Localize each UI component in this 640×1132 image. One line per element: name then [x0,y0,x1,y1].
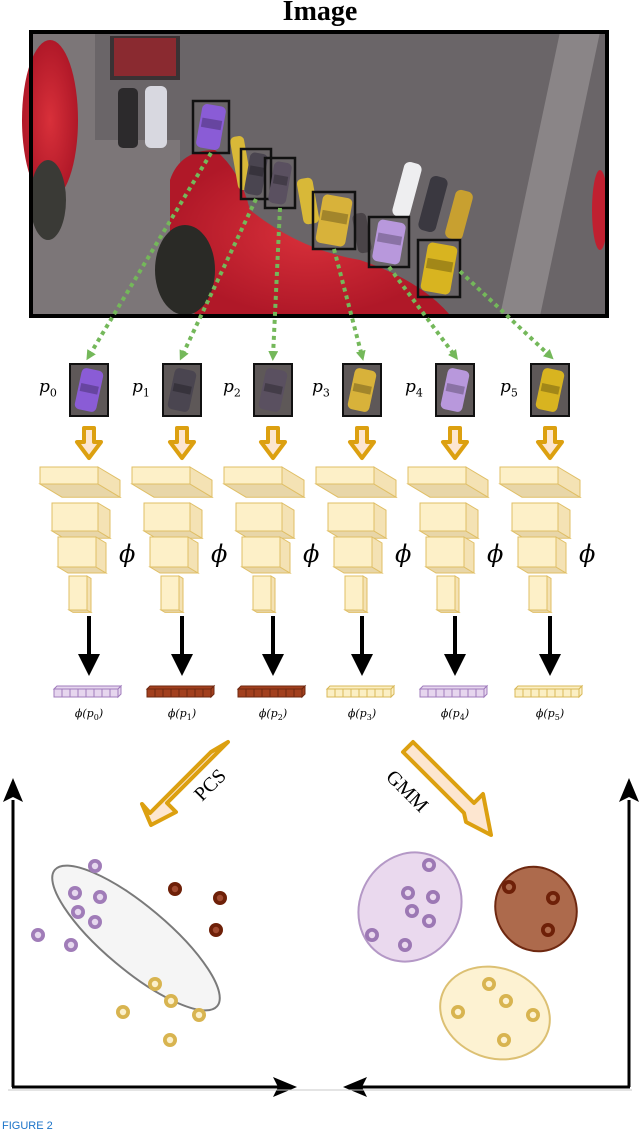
network-3 [314,466,398,614]
network-phi-label: ϕ [487,540,504,568]
down-arrow [259,426,287,460]
feature-label-3: ϕ(p3) [347,707,377,723]
feature-vector-2 [236,684,307,699]
patch-label-p1: p1 [132,377,150,400]
down-arrow [348,426,376,460]
network-phi-label: ϕ [303,540,320,568]
network-0 [38,466,122,614]
orange-arrows [75,426,564,460]
patch-p0 [69,363,109,417]
feature-vector-4 [418,684,489,699]
patch-p1 [162,363,202,417]
patch-label-p0: p0 [39,377,57,400]
network-1 [130,466,214,614]
patch-p5 [530,363,570,417]
down-arrow [536,426,564,460]
leader-line [332,248,366,361]
feature-label-4: ϕ(p4) [440,707,470,723]
feature-label-2: ϕ(p2) [258,707,288,723]
network-phi-label: ϕ [395,540,412,568]
leader-line [268,207,282,361]
feature-vector-3 [325,684,396,699]
figure-title: Image [282,0,358,27]
detection-p0 [191,99,231,155]
networks [38,466,582,614]
gmm-cluster-1 [494,865,578,953]
leader-line [179,198,258,361]
detection-p3 [311,190,357,251]
network-4 [406,466,490,614]
feature-label-5: ϕ(p5) [535,707,565,723]
detection-p5 [416,238,462,299]
patch-p3 [342,363,382,417]
patch-label-p2: p2 [223,377,241,400]
network-2 [222,466,306,614]
gmm-plot-axes [343,778,639,1097]
figure-caption: FIGURE 2 [2,1120,53,1132]
down-arrow [441,426,469,460]
feature-vector-1 [145,684,216,699]
patch-row [69,363,570,417]
pcs-plot-axes [3,778,297,1097]
down-arrow [75,426,103,460]
gmm-arrow [401,740,493,837]
gmm-scatter [357,851,578,1061]
network-5 [498,466,582,614]
feature-vectors [52,684,584,699]
down-arrow [168,426,196,460]
pcs-arrow [140,740,230,827]
leader-line [387,265,458,361]
patch-p4 [435,363,475,417]
patch-label-p5: p5 [500,377,518,400]
pcs-ellipse [51,864,221,1012]
patch-label-p3: p3 [312,377,330,400]
network-phi-label: ϕ [579,540,596,568]
patch-p2 [253,363,293,417]
feature-label-0: ϕ(p0) [74,707,104,723]
black-arrows [78,616,561,676]
scene-image [22,32,608,316]
patch-label-p4: p4 [405,377,423,400]
leader-lines [86,151,554,361]
gmm-cluster-2 [439,965,551,1061]
network-phi-label: ϕ [211,540,228,568]
image-frame [29,30,609,318]
network-phi-label: ϕ [119,540,136,568]
feature-label-1: ϕ(p1) [167,707,197,723]
feature-vector-5 [513,684,584,699]
pcs-scatter [31,859,227,1047]
feature-vector-0 [52,684,123,699]
detection-p1 [239,147,273,201]
